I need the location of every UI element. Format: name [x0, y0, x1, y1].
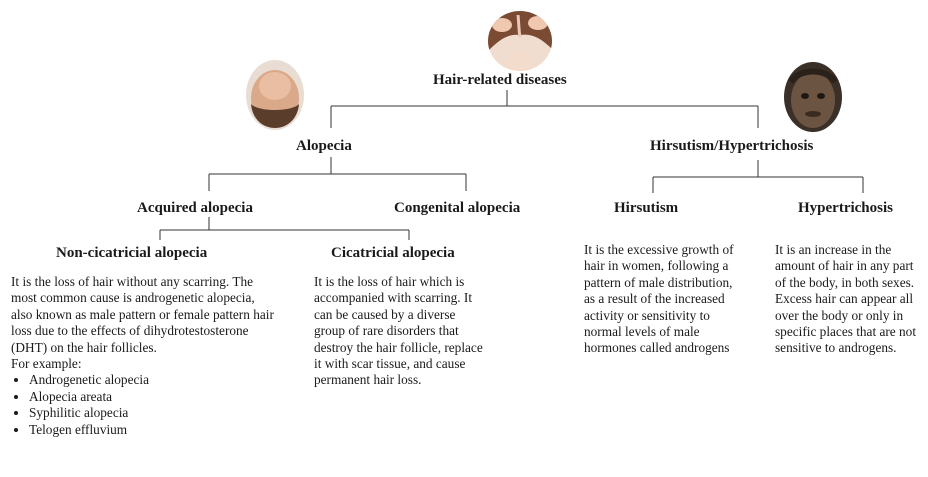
list-item: Androgenetic alopecia [29, 372, 276, 388]
non-cicatricial-alopecia-title: Non-cicatricial alopecia [56, 245, 207, 262]
hirsutism-title: Hirsutism [614, 200, 678, 217]
woman-hair-loss-photo [488, 11, 552, 71]
hypertrichosis-description: It is an increase in the amount of hair … [775, 242, 927, 357]
hairy-face-photo [784, 62, 842, 132]
root-title: Hair-related diseases [433, 72, 567, 89]
cicatricial-description: It is the loss of hair which is accompan… [314, 274, 486, 389]
hirsutism-description: It is the excessive growth of hair in wo… [584, 242, 742, 357]
bald-head-photo [246, 60, 304, 130]
alopecia-title: Alopecia [296, 138, 352, 155]
non-cicatricial-description: It is the loss of hair without any scarr… [11, 274, 276, 438]
acquired-alopecia-title: Acquired alopecia [137, 200, 253, 217]
cicatricial-alopecia-title: Cicatricial alopecia [331, 245, 455, 262]
hirsutism-hypertrichosis-title: Hirsutism/Hypertrichosis [650, 138, 813, 155]
examples-label: For example: [11, 356, 276, 372]
list-item: Telogen effluvium [29, 422, 276, 438]
non-cicatricial-text: It is the loss of hair without any scarr… [11, 274, 276, 356]
list-item: Syphilitic alopecia [29, 405, 276, 421]
congenital-alopecia-title: Congenital alopecia [394, 200, 520, 217]
examples-list: Androgenetic alopecia Alopecia areata Sy… [11, 372, 276, 438]
list-item: Alopecia areata [29, 389, 276, 405]
hypertrichosis-title: Hypertrichosis [798, 200, 893, 217]
